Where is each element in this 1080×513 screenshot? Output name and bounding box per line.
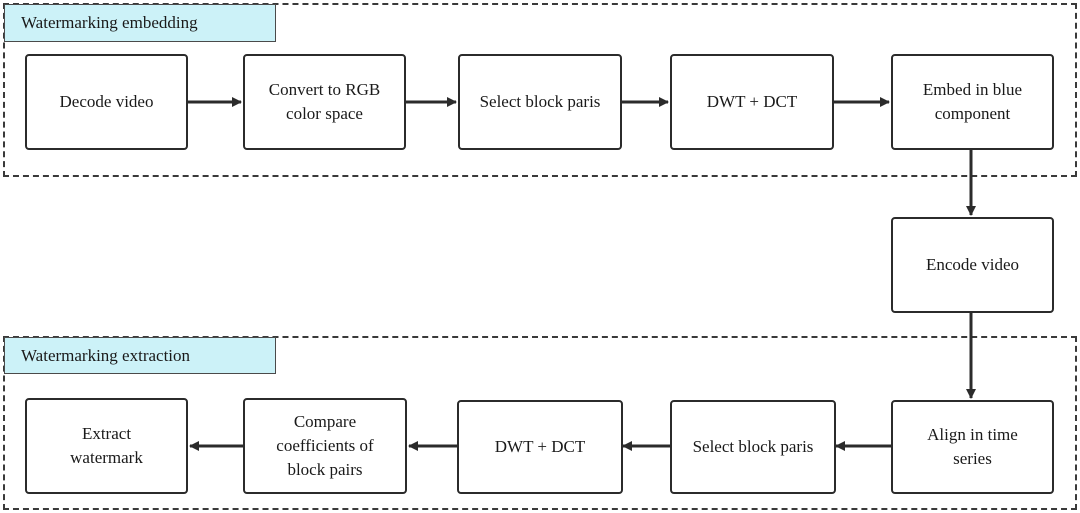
compare-coefficients-label: Compare coefficients of block pairs [276, 412, 374, 479]
select-block-pairs-embed-label: Select block paris [479, 92, 601, 111]
embedding-group [3, 3, 1077, 177]
encode-video-label: Encode video [926, 255, 1019, 274]
dwt-dct-embed-node: DWT + DCT [670, 54, 834, 150]
embed-blue-node: Embed in blue component [891, 54, 1054, 150]
decode-video-label: Decode video [59, 92, 154, 111]
select-block-pairs-extract-node: Select block paris [670, 400, 836, 494]
dwt-dct-extract-label: DWT + DCT [494, 437, 586, 456]
embed-blue-label: Embed in blue component [922, 80, 1023, 123]
extraction-group-label: Watermarking extraction [4, 337, 276, 374]
decode-video-node: Decode video [25, 54, 188, 150]
embedding-group-label: Watermarking embedding [4, 4, 276, 42]
compare-coefficients-node: Compare coefficients of block pairs [243, 398, 407, 494]
select-block-pairs-embed-node: Select block paris [458, 54, 622, 150]
encode-video-node: Encode video [891, 217, 1054, 313]
dwt-dct-extract-node: DWT + DCT [457, 400, 623, 494]
align-time-node: Align in time series [891, 400, 1054, 494]
convert-rgb-label: Convert to RGB color space [268, 80, 381, 123]
extract-watermark-node: Extract watermark [25, 398, 188, 494]
align-time-label: Align in time series [927, 425, 1018, 468]
extraction-group [3, 336, 1077, 510]
convert-rgb-node: Convert to RGB color space [243, 54, 406, 150]
select-block-pairs-extract-label: Select block paris [692, 437, 814, 456]
dwt-dct-embed-label: DWT + DCT [706, 92, 798, 111]
extract-watermark-label: Extract watermark [70, 424, 143, 467]
